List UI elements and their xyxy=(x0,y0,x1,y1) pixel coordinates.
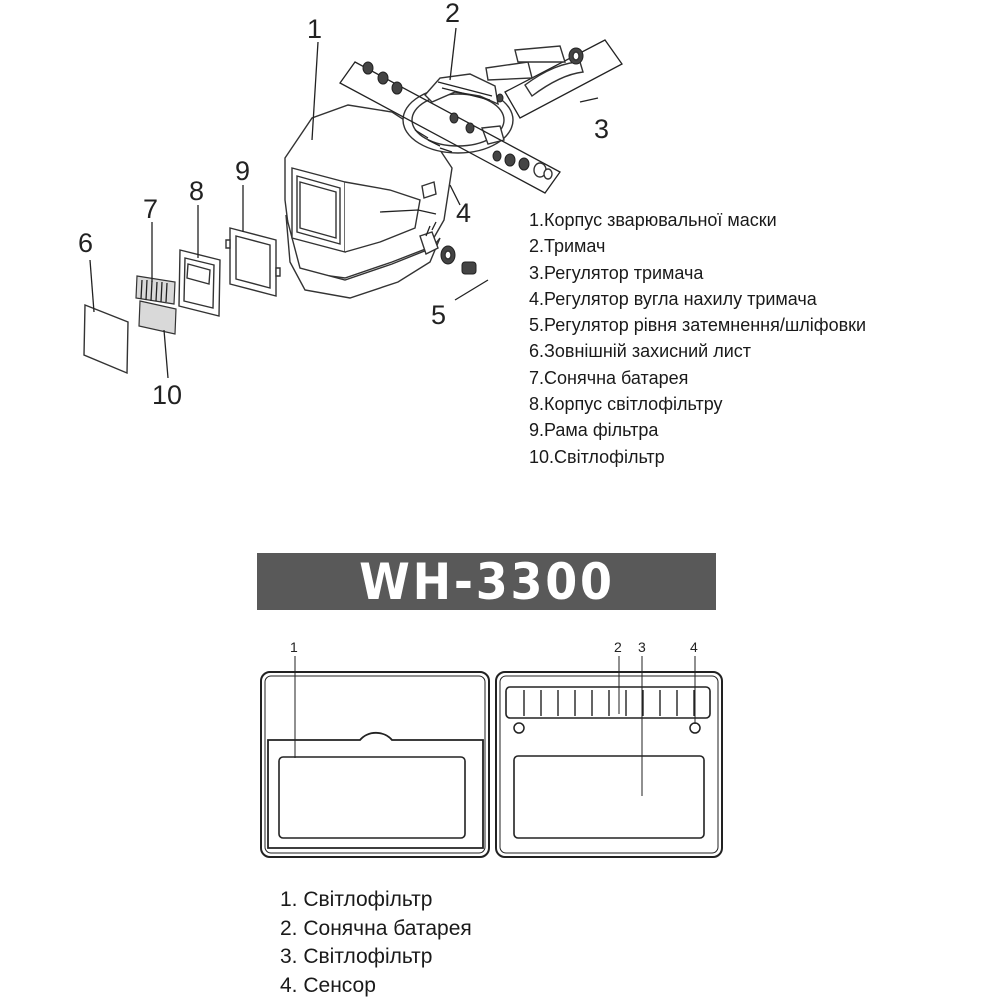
callout-9: 9 xyxy=(235,156,250,186)
filter-back-panel xyxy=(495,671,723,858)
callout-lines xyxy=(89,27,599,379)
headgear xyxy=(402,73,514,154)
legend-item: 1.Корпус зварювальної маски xyxy=(529,210,777,230)
filter-parts xyxy=(83,227,281,375)
filter-legend: 1. Світлофільтр 2. Сонячна батарея 3. Св… xyxy=(280,886,472,1000)
helmet-shell xyxy=(284,104,453,299)
callout-6: 6 xyxy=(78,228,93,258)
legend-item: 5.Регулятор рівня затемнення/шліфовки xyxy=(529,315,867,336)
legend-item: 10.Світлофільтр xyxy=(529,446,665,467)
callout-3: 3 xyxy=(594,114,609,144)
legend-item: 8.Корпус світлофільтру xyxy=(529,394,723,415)
filter-legend-item: 4. Сенсор xyxy=(280,973,376,997)
legend-item: 3.Регулятор тримача xyxy=(529,262,704,283)
filter-callout-2: 2 xyxy=(614,639,622,655)
holder-adjuster-group xyxy=(485,39,623,119)
filter-legend-item: 3. Світлофільтр xyxy=(280,945,433,968)
callout-7: 7 xyxy=(143,194,158,224)
sensor-right xyxy=(689,722,701,734)
tilt-adjuster-group xyxy=(339,61,561,194)
filter-legend-item: 2. Сонячна батарея xyxy=(280,916,472,940)
callout-5: 5 xyxy=(431,300,446,330)
callout-1: 1 xyxy=(307,14,322,44)
filter-legend-item: 1. Світлофільтр xyxy=(280,888,433,911)
sensor-left xyxy=(513,722,525,734)
model-banner: WH-3300 xyxy=(257,553,716,610)
darkness-knob-parts xyxy=(419,221,477,275)
filter-front-panel xyxy=(260,671,490,858)
callout-2: 2 xyxy=(445,0,460,28)
legend-item: 7.Сонячна батарея xyxy=(529,367,689,388)
model-title: WH-3300 xyxy=(358,552,615,611)
legend-item: 9.Рама фільтра xyxy=(529,420,659,441)
callout-4: 4 xyxy=(456,198,471,228)
legend-item: 2.Тримач xyxy=(529,236,606,257)
parts-legend: 1.Корпус зварювальної маски 2.Тримач 3.Р… xyxy=(529,207,866,470)
legend-item: 6.Зовнішній захисний лист xyxy=(529,341,752,362)
filter-callout-3: 3 xyxy=(638,639,646,655)
filter-callout-lines xyxy=(294,656,696,796)
callout-10: 10 xyxy=(152,380,182,410)
filter-callout-4: 4 xyxy=(690,639,698,655)
legend-item: 4.Регулятор вугла нахилу тримача xyxy=(529,288,817,309)
callout-8: 8 xyxy=(189,176,204,206)
filter-callout-1: 1 xyxy=(290,639,298,655)
